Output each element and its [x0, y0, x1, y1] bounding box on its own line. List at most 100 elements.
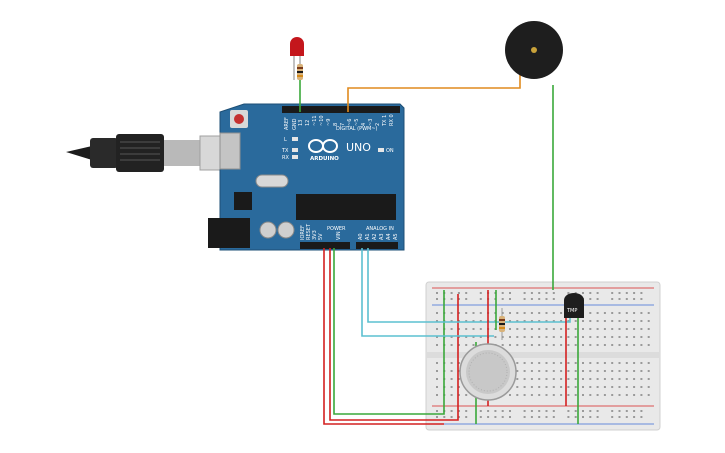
breadboard-hole[interactable] — [603, 386, 606, 388]
breadboard-hole[interactable] — [436, 344, 438, 346]
breadboard-hole[interactable] — [545, 416, 548, 418]
breadboard-hole[interactable] — [596, 336, 599, 338]
breadboard-hole[interactable] — [633, 312, 636, 314]
breadboard-hole[interactable] — [545, 320, 548, 322]
breadboard-hole[interactable] — [582, 336, 584, 338]
breadboard-hole[interactable] — [618, 312, 621, 314]
breadboard-hole[interactable] — [530, 312, 533, 314]
breadboard-hole[interactable] — [618, 370, 621, 372]
breadboard-hole[interactable] — [465, 416, 468, 418]
breadboard-hole[interactable] — [582, 416, 584, 418]
breadboard-hole[interactable] — [589, 378, 592, 380]
breadboard-hole[interactable] — [596, 312, 599, 314]
breadboard-hole[interactable] — [633, 344, 636, 346]
usb-cable[interactable] — [66, 134, 227, 172]
breadboard-hole[interactable] — [611, 362, 614, 364]
breadboard-hole[interactable] — [545, 386, 548, 388]
breadboard-hole[interactable] — [457, 336, 460, 338]
breadboard-hole[interactable] — [530, 416, 533, 418]
arduino-board[interactable]: ARDUINO UNO DIGITAL (PWM~) POWER ANALOG … — [208, 103, 405, 251]
breadboard-hole[interactable] — [450, 298, 453, 300]
breadboard-hole[interactable] — [596, 362, 599, 364]
breadboard-hole[interactable] — [633, 378, 636, 380]
breadboard-hole[interactable] — [589, 386, 592, 388]
breadboard-hole[interactable] — [530, 328, 533, 330]
breadboard-hole[interactable] — [582, 394, 584, 396]
breadboard-hole[interactable] — [450, 394, 453, 396]
breadboard-hole[interactable] — [625, 362, 628, 364]
breadboard-hole[interactable] — [479, 328, 482, 330]
breadboard-hole[interactable] — [640, 370, 643, 372]
breadboard-hole[interactable] — [545, 362, 548, 364]
breadboard-hole[interactable] — [618, 410, 621, 412]
breadboard-hole[interactable] — [552, 292, 555, 294]
breadboard-hole[interactable] — [457, 312, 460, 314]
breadboard-hole[interactable] — [618, 394, 621, 396]
breadboard-hole[interactable] — [538, 320, 541, 322]
breadboard-hole[interactable] — [479, 320, 482, 322]
breadboard-holes[interactable] — [436, 292, 650, 418]
breadboard-hole[interactable] — [647, 362, 650, 364]
breadboard-hole[interactable] — [465, 298, 468, 300]
breadboard-hole[interactable] — [538, 386, 541, 388]
breadboard-hole[interactable] — [436, 386, 438, 388]
breadboard-hole[interactable] — [545, 370, 548, 372]
breadboard-hole[interactable] — [538, 328, 541, 330]
breadboard-hole[interactable] — [457, 344, 460, 346]
breadboard-hole[interactable] — [523, 298, 526, 300]
breadboard-hole[interactable] — [436, 298, 438, 300]
breadboard-hole[interactable] — [479, 312, 482, 314]
breadboard-hole[interactable] — [450, 410, 453, 412]
breadboard-hole[interactable] — [523, 292, 526, 294]
breadboard-hole[interactable] — [530, 370, 533, 372]
breadboard-hole[interactable] — [457, 416, 460, 418]
digital-header[interactable] — [282, 106, 400, 113]
breadboard-hole[interactable] — [603, 344, 606, 346]
breadboard-hole[interactable] — [625, 378, 628, 380]
breadboard-hole[interactable] — [633, 320, 636, 322]
breadboard-hole[interactable] — [545, 378, 548, 380]
breadboard-hole[interactable] — [560, 312, 563, 314]
breadboard-hole[interactable] — [516, 344, 519, 346]
breadboard-hole[interactable] — [582, 370, 584, 372]
breadboard-hole[interactable] — [465, 312, 468, 314]
breadboard-hole[interactable] — [582, 328, 584, 330]
breadboard-hole[interactable] — [611, 416, 614, 418]
breadboard-hole[interactable] — [450, 378, 453, 380]
breadboard-hole[interactable] — [582, 386, 584, 388]
breadboard-hole[interactable] — [450, 344, 453, 346]
breadboard-hole[interactable] — [633, 370, 636, 372]
breadboard-hole[interactable] — [501, 416, 504, 418]
breadboard-hole[interactable] — [509, 344, 511, 346]
breadboard-hole[interactable] — [560, 378, 563, 380]
breadboard-hole[interactable] — [640, 378, 643, 380]
breadboard-hole[interactable] — [618, 328, 621, 330]
breadboard-hole[interactable] — [552, 394, 555, 396]
breadboard-hole[interactable] — [589, 394, 592, 396]
breadboard-hole[interactable] — [596, 386, 599, 388]
breadboard-hole[interactable] — [574, 336, 577, 338]
breadboard-hole[interactable] — [633, 394, 636, 396]
breadboard-hole[interactable] — [552, 370, 555, 372]
breadboard-hole[interactable] — [567, 416, 570, 418]
breadboard-hole[interactable] — [552, 386, 555, 388]
breadboard-hole[interactable] — [647, 328, 650, 330]
breadboard-hole[interactable] — [436, 410, 438, 412]
breadboard-hole[interactable] — [479, 292, 482, 294]
breadboard-hole[interactable] — [589, 416, 592, 418]
breadboard-hole[interactable] — [633, 292, 636, 294]
breadboard-hole[interactable] — [596, 320, 599, 322]
breadboard-hole[interactable] — [523, 344, 526, 346]
breadboard-hole[interactable] — [567, 292, 570, 294]
breadboard-hole[interactable] — [560, 386, 563, 388]
breadboard-hole[interactable] — [618, 416, 621, 418]
breadboard-hole[interactable] — [611, 378, 614, 380]
breadboard-hole[interactable] — [516, 394, 519, 396]
breadboard-hole[interactable] — [436, 292, 438, 294]
gas-sensor[interactable] — [459, 343, 517, 401]
breadboard-hole[interactable] — [618, 292, 621, 294]
breadboard-hole[interactable] — [516, 336, 519, 338]
breadboard-hole[interactable] — [611, 410, 614, 412]
breadboard-hole[interactable] — [501, 344, 504, 346]
breadboard-hole[interactable] — [589, 312, 592, 314]
